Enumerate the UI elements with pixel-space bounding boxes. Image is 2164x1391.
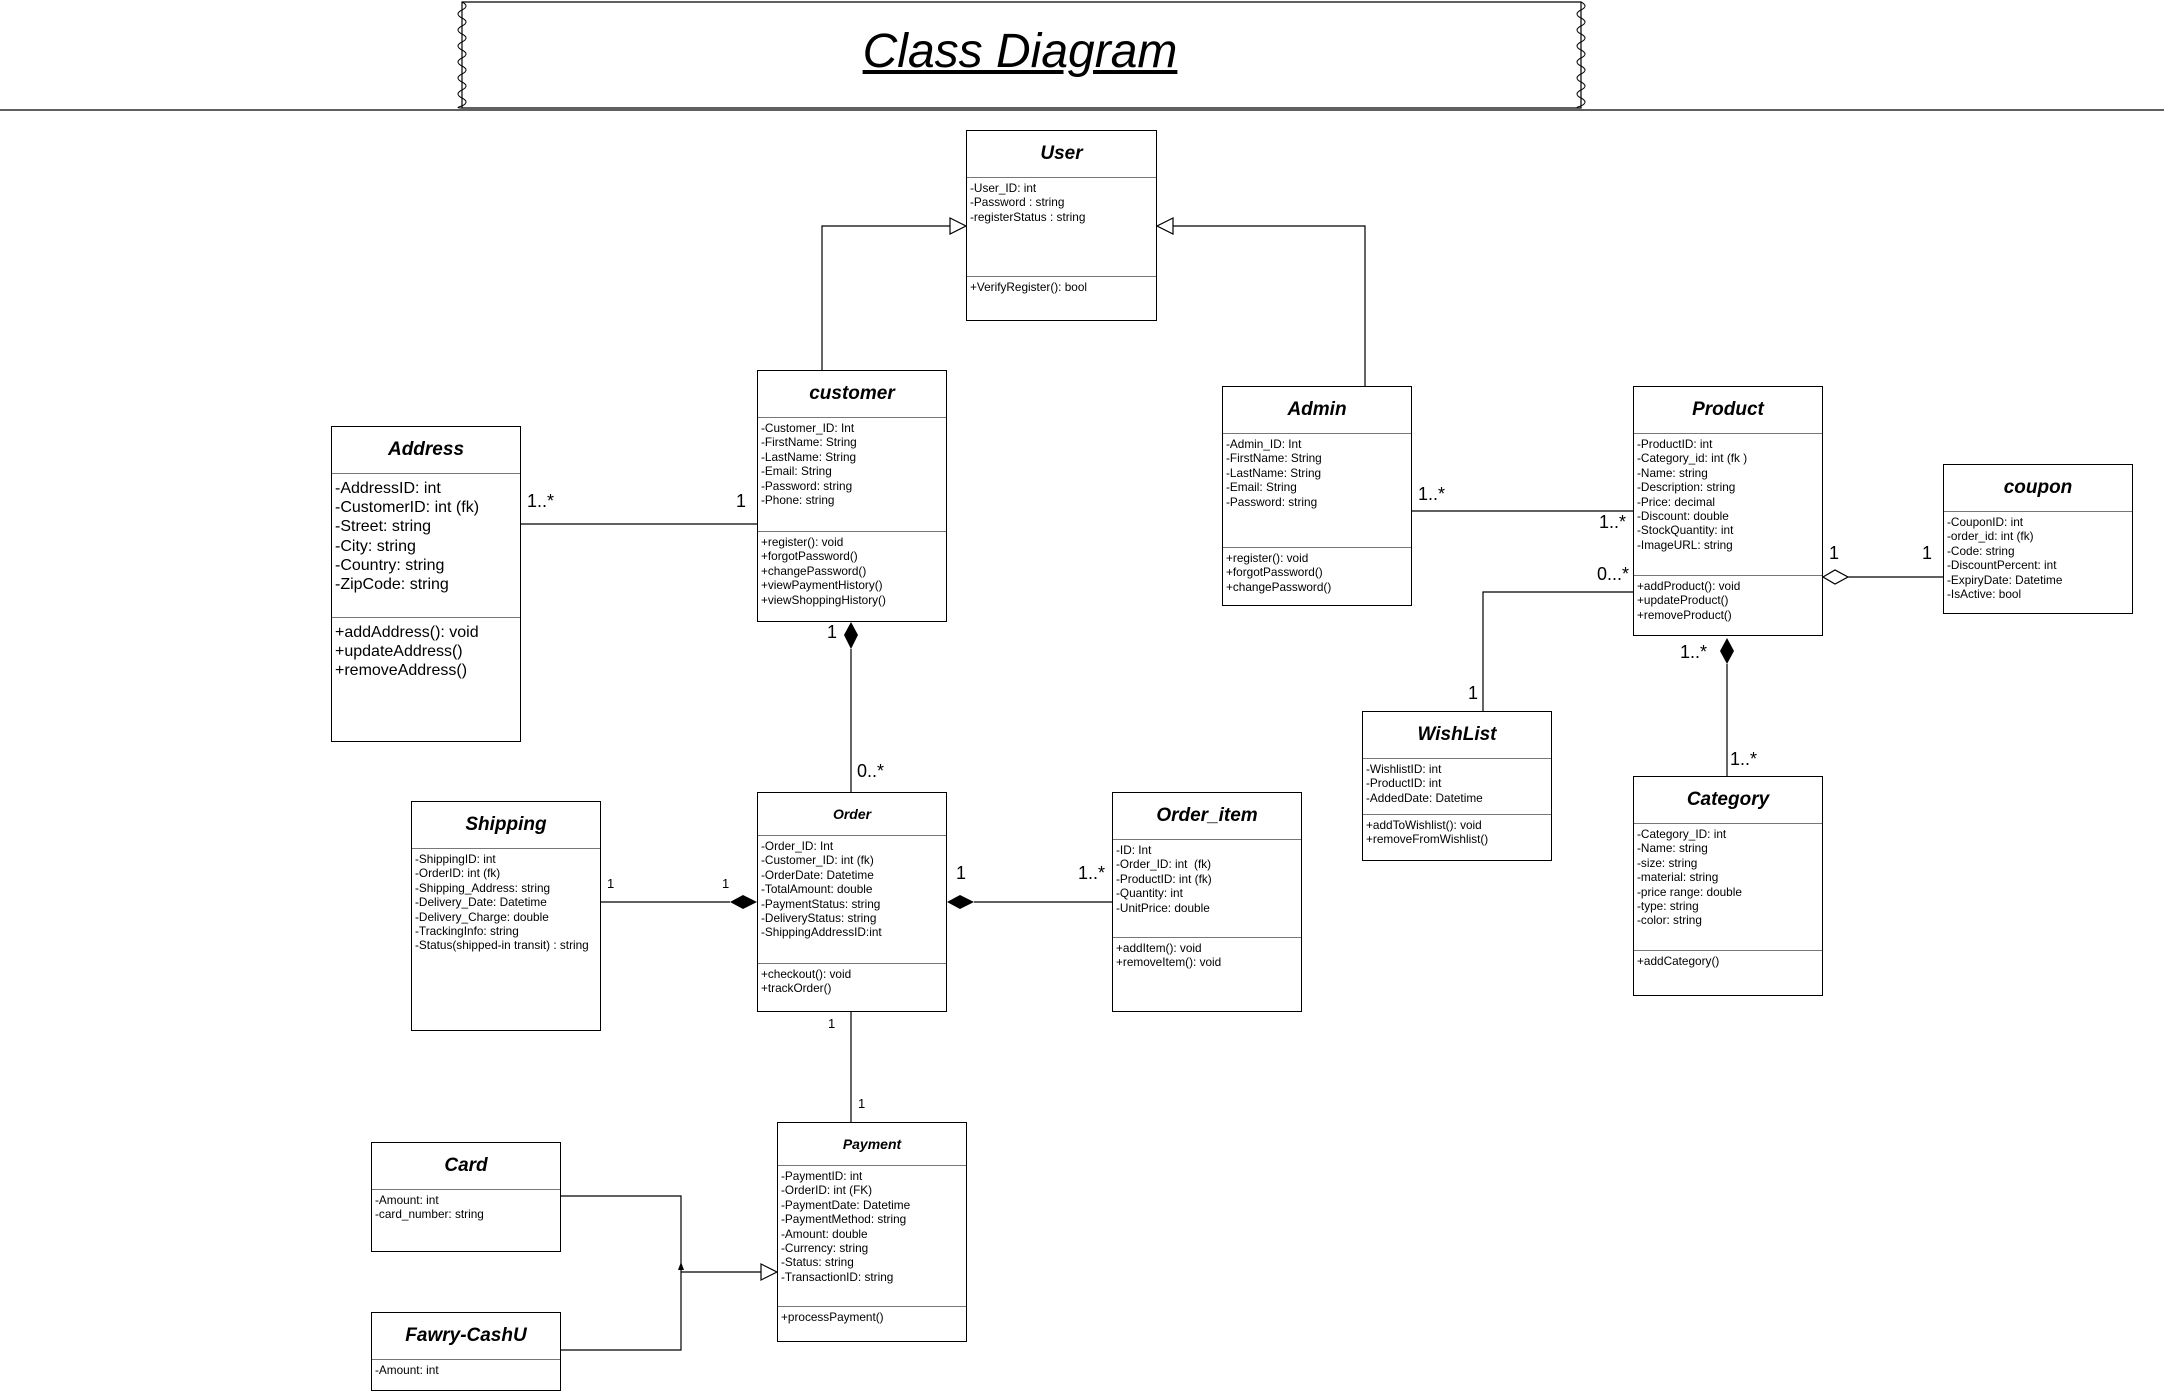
- fawry-payment-generalization: [561, 1273, 682, 1351]
- class-name: coupon: [1944, 465, 2132, 512]
- multiplicity-label: 1..*: [1680, 642, 1708, 662]
- class-attributes: -ProductID: int -Category_id: int (fk ) …: [1637, 437, 1748, 552]
- class-attributes: -PaymentID: int -OrderID: int (FK) -Paym…: [781, 1169, 911, 1284]
- composition-diamond-order-right: [947, 895, 974, 909]
- class-admin[interactable]: Admin -Admin_ID: Int -FirstName: String …: [1222, 386, 1412, 606]
- title-banner-wavy-right: [1576, 1, 1586, 109]
- class-product[interactable]: Product -ProductID: int -Category_id: in…: [1633, 386, 1823, 636]
- composition-diamond-product: [1720, 638, 1734, 664]
- multiplicity-label: 1: [1829, 543, 1840, 563]
- class-attributes: -Amount: int -card_number: string: [375, 1193, 484, 1222]
- title-banner-wavy-left: [457, 1, 467, 109]
- class-operations: +register(): void +forgotPassword() +cha…: [761, 535, 886, 607]
- class-attributes: -WishlistID: int -ProductID: int -AddedD…: [1366, 762, 1483, 805]
- class-attributes: -AddressID: int -CustomerID: int (fk) -S…: [335, 480, 480, 594]
- multiplicity-label: 1: [1922, 543, 1933, 563]
- class-name: customer: [758, 371, 946, 418]
- class-fawry-cashu[interactable]: Fawry-CashU -Amount: int: [371, 1312, 561, 1391]
- multiplicity-label: 1: [828, 1016, 836, 1031]
- multiplicity-label: 1..*: [1730, 749, 1758, 769]
- multiplicity-label: 1: [858, 1096, 866, 1111]
- class-name: Shipping: [412, 802, 600, 849]
- multiplicity-label: 1: [736, 491, 747, 511]
- class-attributes: -Order_ID: Int -Customer_ID: int (fk) -O…: [761, 839, 882, 940]
- class-name: Category: [1634, 777, 1822, 824]
- class-attributes: -Customer_ID: Int -FirstName: String -La…: [761, 421, 857, 508]
- class-divider: [1113, 937, 1301, 938]
- aggregation-diamond-product: [1821, 569, 1850, 585]
- class-customer[interactable]: customer -Customer_ID: Int -FirstName: S…: [757, 370, 947, 622]
- class-divider: [1634, 950, 1822, 951]
- class-divider: [758, 963, 946, 964]
- class-name: Product: [1634, 387, 1822, 434]
- class-divider: [967, 276, 1156, 277]
- generalization-arrowhead-left: [949, 217, 968, 235]
- multiplicity-label: 1..*: [1599, 512, 1627, 532]
- class-card[interactable]: Card -Amount: int -card_number: string: [371, 1142, 561, 1252]
- class-divider: [1634, 575, 1822, 576]
- class-name: WishList: [1363, 712, 1551, 759]
- class-attributes: -ShippingID: int -OrderID: int (fk) -Shi…: [415, 852, 589, 953]
- class-operations: +addItem(): void +removeItem(): void: [1116, 941, 1222, 970]
- class-attributes: -ID: Int -Order_ID: int (fk) -ProductID:…: [1116, 843, 1212, 915]
- class-name: Order_item: [1113, 793, 1301, 840]
- multiplicity-label: 1: [956, 863, 967, 883]
- class-coupon[interactable]: coupon -CouponID: int -order_id: int (fk…: [1943, 464, 2133, 614]
- class-divider: [758, 531, 946, 532]
- class-shipping[interactable]: Shipping -ShippingID: int -OrderID: int …: [411, 801, 601, 1031]
- multiplicity-label: 1..*: [527, 491, 555, 511]
- class-name: Card: [372, 1143, 560, 1190]
- class-operations: +addAddress(): void +updateAddress() +re…: [335, 624, 479, 680]
- class-category[interactable]: Category -Category_ID: int -Name: string…: [1633, 776, 1823, 996]
- class-operations: +addCategory(): [1637, 954, 1720, 968]
- class-attributes: -Admin_ID: Int -FirstName: String -LastN…: [1226, 437, 1322, 509]
- multiplicity-label: 1: [607, 876, 615, 891]
- class-name: Address: [332, 427, 520, 474]
- class-attributes: -Category_ID: int -Name: string -size: s…: [1637, 827, 1742, 928]
- multiplicity-label: 1..*: [1078, 863, 1106, 883]
- class-payment[interactable]: Payment -PaymentID: int -OrderID: int (F…: [777, 1122, 967, 1342]
- class-address[interactable]: Address -AddressID: int -CustomerID: int…: [331, 426, 521, 742]
- multiplicity-label: 1: [722, 876, 730, 891]
- product-wishlist-association: [1482, 591, 1633, 711]
- class-operations: +addProduct(): void +updateProduct() +re…: [1637, 579, 1741, 622]
- class-attributes: -User_ID: int -Password : string -regist…: [970, 181, 1086, 224]
- class-name: Admin: [1223, 387, 1411, 434]
- class-divider: [332, 617, 520, 618]
- admin-user-generalization: [1173, 225, 1366, 386]
- class-wishlist[interactable]: WishList -WishlistID: int -ProductID: in…: [1362, 711, 1552, 861]
- class-operations: +register(): void +forgotPassword() +cha…: [1226, 551, 1332, 594]
- class-attributes: -CouponID: int -order_id: int (fk) -Code…: [1947, 515, 2063, 602]
- class-name: Order: [758, 793, 946, 836]
- class-operations: +processPayment(): [781, 1310, 884, 1324]
- class-name: User: [967, 131, 1156, 178]
- class-operations: +VerifyRegister(): bool: [970, 280, 1088, 294]
- class-operations: +checkout(): void +trackOrder(): [761, 967, 852, 996]
- class-name: Payment: [778, 1123, 966, 1166]
- multiplicity-label: 0..*: [857, 761, 885, 781]
- title-banner: Class Diagram: [459, 0, 1581, 110]
- class-order-item[interactable]: Order_item -ID: Int -Order_ID: int (fk) …: [1112, 792, 1302, 1012]
- customer-user-generalization: [821, 225, 950, 370]
- generalization-arrowhead-payment: [760, 1263, 779, 1281]
- multiplicity-label: 1: [1468, 683, 1479, 703]
- multiplicity-label: 1: [827, 622, 838, 642]
- class-user[interactable]: User -User_ID: int -Password : string -r…: [966, 130, 1157, 321]
- composition-diamond-customer: [844, 622, 858, 649]
- diagram-title: Class Diagram: [862, 25, 1178, 78]
- class-name: Fawry-CashU: [372, 1313, 560, 1360]
- composition-diamond-order-left: [730, 895, 757, 909]
- card-payment-generalization: [561, 1195, 682, 1273]
- generalization-arrowhead-right: [1155, 217, 1174, 235]
- class-order[interactable]: Order -Order_ID: Int -Customer_ID: int (…: [757, 792, 947, 1012]
- class-divider: [778, 1306, 966, 1307]
- class-divider: [1363, 814, 1551, 815]
- class-attributes: -Amount: int: [375, 1363, 439, 1377]
- junction-arrow-tip: [678, 1262, 684, 1270]
- multiplicity-label: 0...*: [1597, 564, 1630, 584]
- class-operations: +addToWishlist(): void +removeFromWishli…: [1366, 818, 1489, 847]
- class-divider: [1223, 547, 1411, 548]
- multiplicity-label: 1..*: [1418, 484, 1446, 504]
